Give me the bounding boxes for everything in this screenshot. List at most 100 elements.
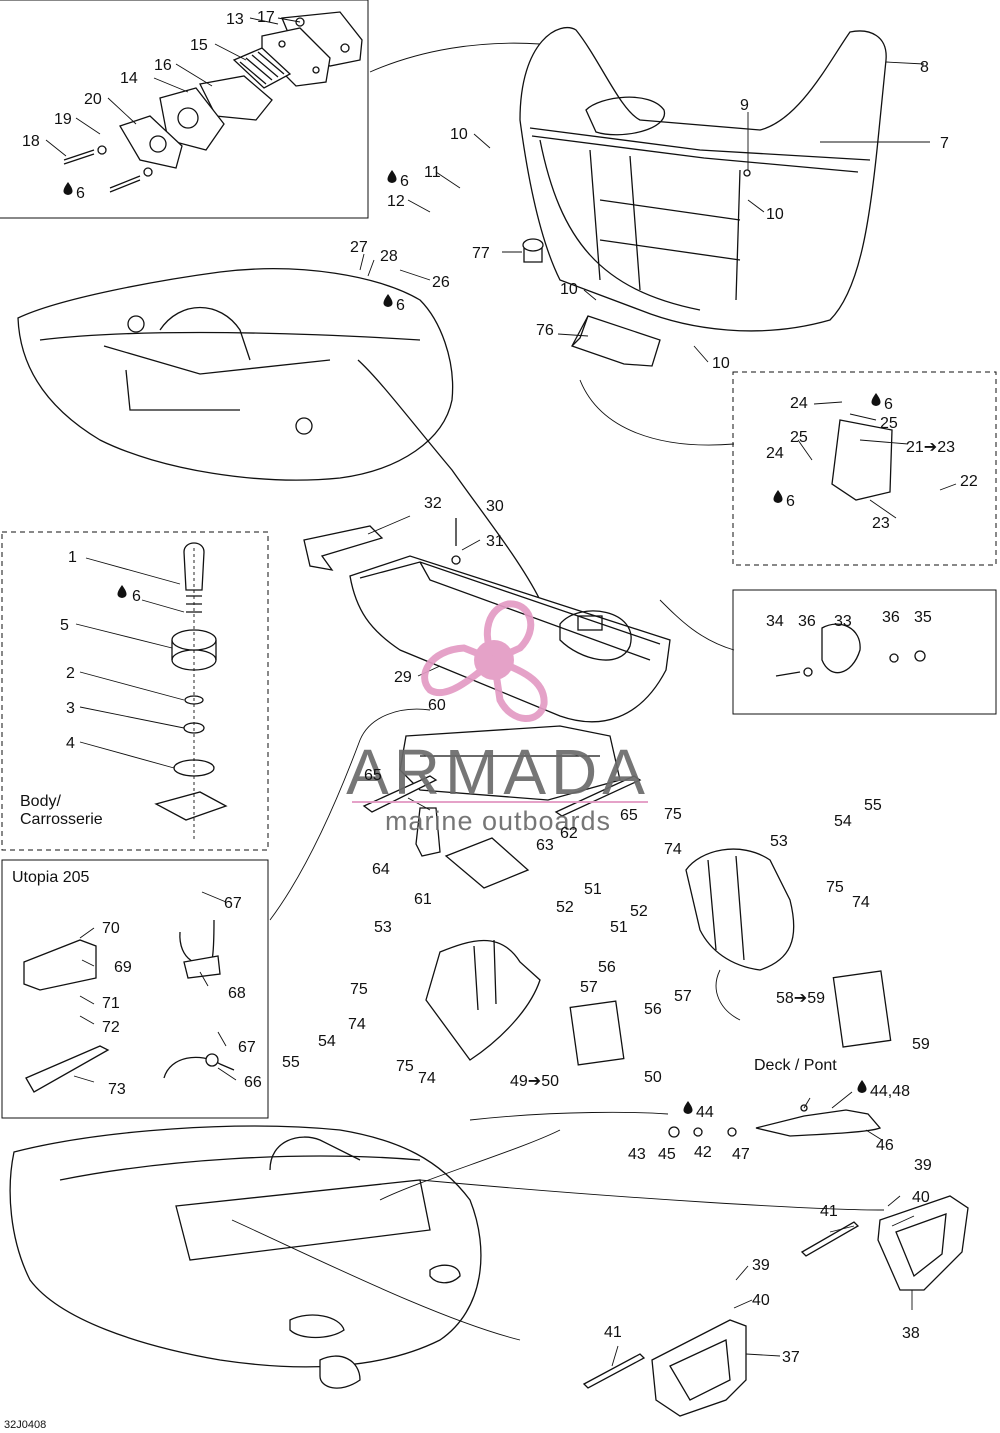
- callout-2: 2: [66, 665, 75, 682]
- callout-63: 63: [536, 837, 554, 854]
- callout-7: 7: [940, 135, 949, 152]
- callout-39a: 39: [914, 1157, 932, 1174]
- callout-41a: 41: [820, 1203, 838, 1220]
- callout-29: 29: [394, 669, 412, 686]
- utopia-parts: [23, 919, 235, 1093]
- callout-6f: 6: [786, 493, 795, 510]
- callout-1: 1: [68, 549, 77, 566]
- callout-52a: 52: [556, 899, 574, 916]
- callout-39b: 39: [752, 1257, 770, 1274]
- callout-47: 47: [732, 1146, 750, 1163]
- callout-44: 44: [696, 1104, 714, 1121]
- utopia-label: Utopia 205: [12, 869, 89, 886]
- callout-62: 62: [560, 825, 578, 842]
- inset-boxes: [0, 0, 997, 1119]
- deck-cable: [668, 1104, 882, 1138]
- drop-icon: [63, 182, 73, 195]
- upper-hull: [17, 268, 541, 601]
- callout-55a: 55: [282, 1054, 300, 1071]
- propeller-logo-icon: [421, 600, 548, 722]
- callout-45: 45: [658, 1146, 676, 1163]
- callout-10d: 10: [712, 355, 730, 372]
- callout-60: 60: [428, 697, 446, 714]
- callout-6e: 6: [884, 396, 893, 413]
- callout-54b: 54: [834, 813, 852, 830]
- callout-10a: 10: [450, 126, 468, 143]
- callout-18: 18: [22, 133, 40, 150]
- callout-75d: 75: [396, 1058, 414, 1075]
- callout-21: 21➔23: [906, 439, 955, 456]
- hinge-parts: [775, 650, 926, 677]
- inset-bumper: [1, 531, 269, 851]
- callout-61: 61: [414, 891, 432, 908]
- sealant-drop-icons: [63, 170, 881, 1114]
- callout-42: 42: [694, 1144, 712, 1161]
- callout-67b: 67: [238, 1039, 256, 1056]
- carrosserie-label: Carrosserie: [20, 811, 103, 828]
- callout-6a: 6: [132, 588, 141, 605]
- callout-74b: 74: [664, 841, 682, 858]
- callout-75c: 75: [826, 879, 844, 896]
- callout-20: 20: [84, 91, 102, 108]
- callout-72: 72: [102, 1019, 120, 1036]
- callout-24b: 24: [766, 445, 784, 462]
- callout-33: 33: [834, 613, 852, 630]
- callout-46: 46: [876, 1137, 894, 1154]
- callout-57a: 57: [580, 979, 598, 996]
- callout-10c: 10: [560, 281, 578, 298]
- callout-8: 8: [920, 59, 929, 76]
- callout-49: 49➔50: [510, 1073, 559, 1090]
- text-labels: Body/ Carrosserie Utopia 205 Deck / Pont…: [4, 793, 837, 1431]
- drop-icon: [773, 490, 783, 503]
- callout-70: 70: [102, 920, 120, 937]
- callout-66: 66: [244, 1074, 262, 1091]
- reference-code: 32J0408: [4, 1419, 46, 1431]
- callout-36b: 36: [882, 609, 900, 626]
- latch-assembly: [63, 11, 363, 193]
- callout-56a: 56: [598, 959, 616, 976]
- drop-icon: [683, 1101, 693, 1114]
- callout-51a: 51: [584, 881, 602, 898]
- callout-56b: 56: [644, 1001, 662, 1018]
- callout-5: 5: [60, 617, 69, 634]
- callout-58: 58➔59: [776, 990, 825, 1007]
- callout-68: 68: [228, 985, 246, 1002]
- bumper-stack: [154, 542, 228, 840]
- lower-hull: [9, 1125, 482, 1389]
- drop-icon: [383, 294, 393, 307]
- callout-67a: 67: [224, 895, 242, 912]
- callout-75b: 75: [664, 806, 682, 823]
- callout-25a: 25: [880, 415, 898, 432]
- callout-69: 69: [114, 959, 132, 976]
- drop-icon: [387, 170, 397, 183]
- body-label: Body/: [20, 793, 61, 810]
- vent-covers: [425, 848, 892, 1066]
- inset-bracket: [732, 371, 997, 566]
- callout-50: 50: [644, 1069, 662, 1086]
- inset-utopia: [1, 859, 269, 1119]
- callout-65a: 65: [364, 767, 382, 784]
- callout-76: 76: [536, 322, 554, 339]
- watermark-tagline: marine outboards: [385, 806, 611, 836]
- callout-73: 73: [108, 1081, 126, 1098]
- side-vents: [582, 1195, 969, 1417]
- callout-74d: 74: [418, 1070, 436, 1087]
- callout-54a: 54: [318, 1033, 336, 1050]
- callout-22: 22: [960, 473, 978, 490]
- callout-14: 14: [120, 70, 138, 87]
- callout-10b: 10: [766, 206, 784, 223]
- callout-16: 16: [154, 57, 172, 74]
- callout-74a: 74: [348, 1016, 366, 1033]
- callout-51b: 51: [610, 919, 628, 936]
- callout-53b: 53: [770, 833, 788, 850]
- callout-36a: 36: [798, 613, 816, 630]
- leader-lines: [45, 17, 957, 1367]
- callout-19: 19: [54, 111, 72, 128]
- callout-55b: 55: [864, 797, 882, 814]
- callout-64: 64: [372, 861, 390, 878]
- callout-77: 77: [472, 245, 490, 262]
- inset-hinge: [732, 589, 997, 715]
- callout-9: 9: [740, 97, 749, 114]
- brackets: [571, 315, 893, 674]
- callout-71: 71: [102, 995, 120, 1012]
